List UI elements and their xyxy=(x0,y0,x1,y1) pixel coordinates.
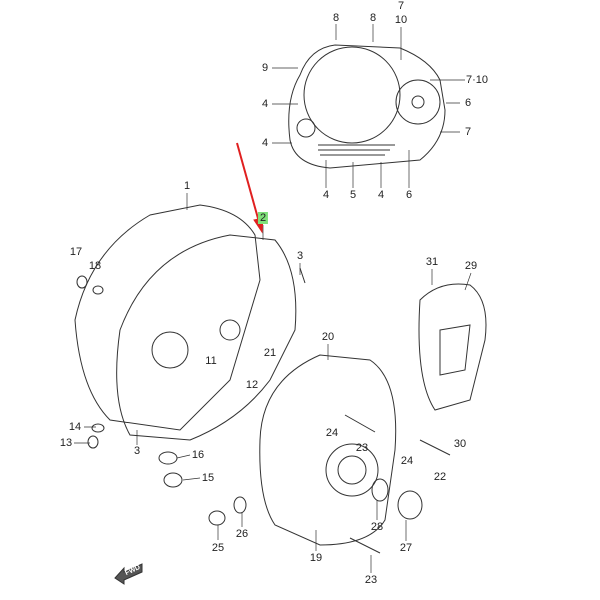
callout: 6 xyxy=(405,189,413,201)
callout: 20 xyxy=(321,331,335,343)
callout: 27 xyxy=(399,542,413,554)
callout: 28 xyxy=(370,521,384,533)
callout: 16 xyxy=(191,449,205,461)
callout: 18 xyxy=(88,260,102,272)
callout: 3 xyxy=(296,250,304,262)
callout: 11 xyxy=(205,355,217,367)
callout: 23 xyxy=(364,574,378,586)
callout: 24 xyxy=(325,427,339,439)
callout: 8 xyxy=(369,12,377,24)
callout: 10 xyxy=(394,14,408,26)
callout: 8 xyxy=(332,12,340,24)
callout: 24 xyxy=(400,455,414,467)
clutch-cover-top xyxy=(288,44,446,169)
callout: 7 xyxy=(397,0,405,12)
callout: 19 xyxy=(309,552,323,564)
callout: 3 xyxy=(133,445,141,457)
callout: 15 xyxy=(201,472,215,484)
callout: 7·10 xyxy=(465,74,489,86)
sprocket-cover xyxy=(418,283,487,411)
callout: 6 xyxy=(464,97,472,109)
callout: 13 xyxy=(59,437,73,449)
crankcase xyxy=(74,204,261,431)
callout: 7 xyxy=(464,126,472,138)
callout: 26 xyxy=(235,528,249,540)
callout: 25 xyxy=(211,542,225,554)
callout: 4 xyxy=(322,189,330,201)
callout: 14 xyxy=(68,421,82,433)
callout: 9 xyxy=(261,62,269,74)
callout: 21 xyxy=(263,347,277,359)
callout: 23 xyxy=(355,442,369,454)
callout: 12 xyxy=(245,379,259,391)
callout: 1 xyxy=(183,180,191,192)
callout: 30 xyxy=(453,438,467,450)
magneto-cover xyxy=(259,354,397,546)
callout: 4 xyxy=(261,137,269,149)
callout: 5 xyxy=(349,189,357,201)
callout: 22 xyxy=(433,471,447,483)
callout: 31 xyxy=(425,256,439,268)
fwd-arrow-icon xyxy=(114,563,143,585)
gasket xyxy=(116,234,297,441)
callout: 4 xyxy=(377,189,385,201)
callout: 4 xyxy=(261,98,269,110)
callout-highlighted[interactable]: 2 xyxy=(257,212,269,224)
callout: 29 xyxy=(464,260,478,272)
callout: 17 xyxy=(69,246,83,258)
